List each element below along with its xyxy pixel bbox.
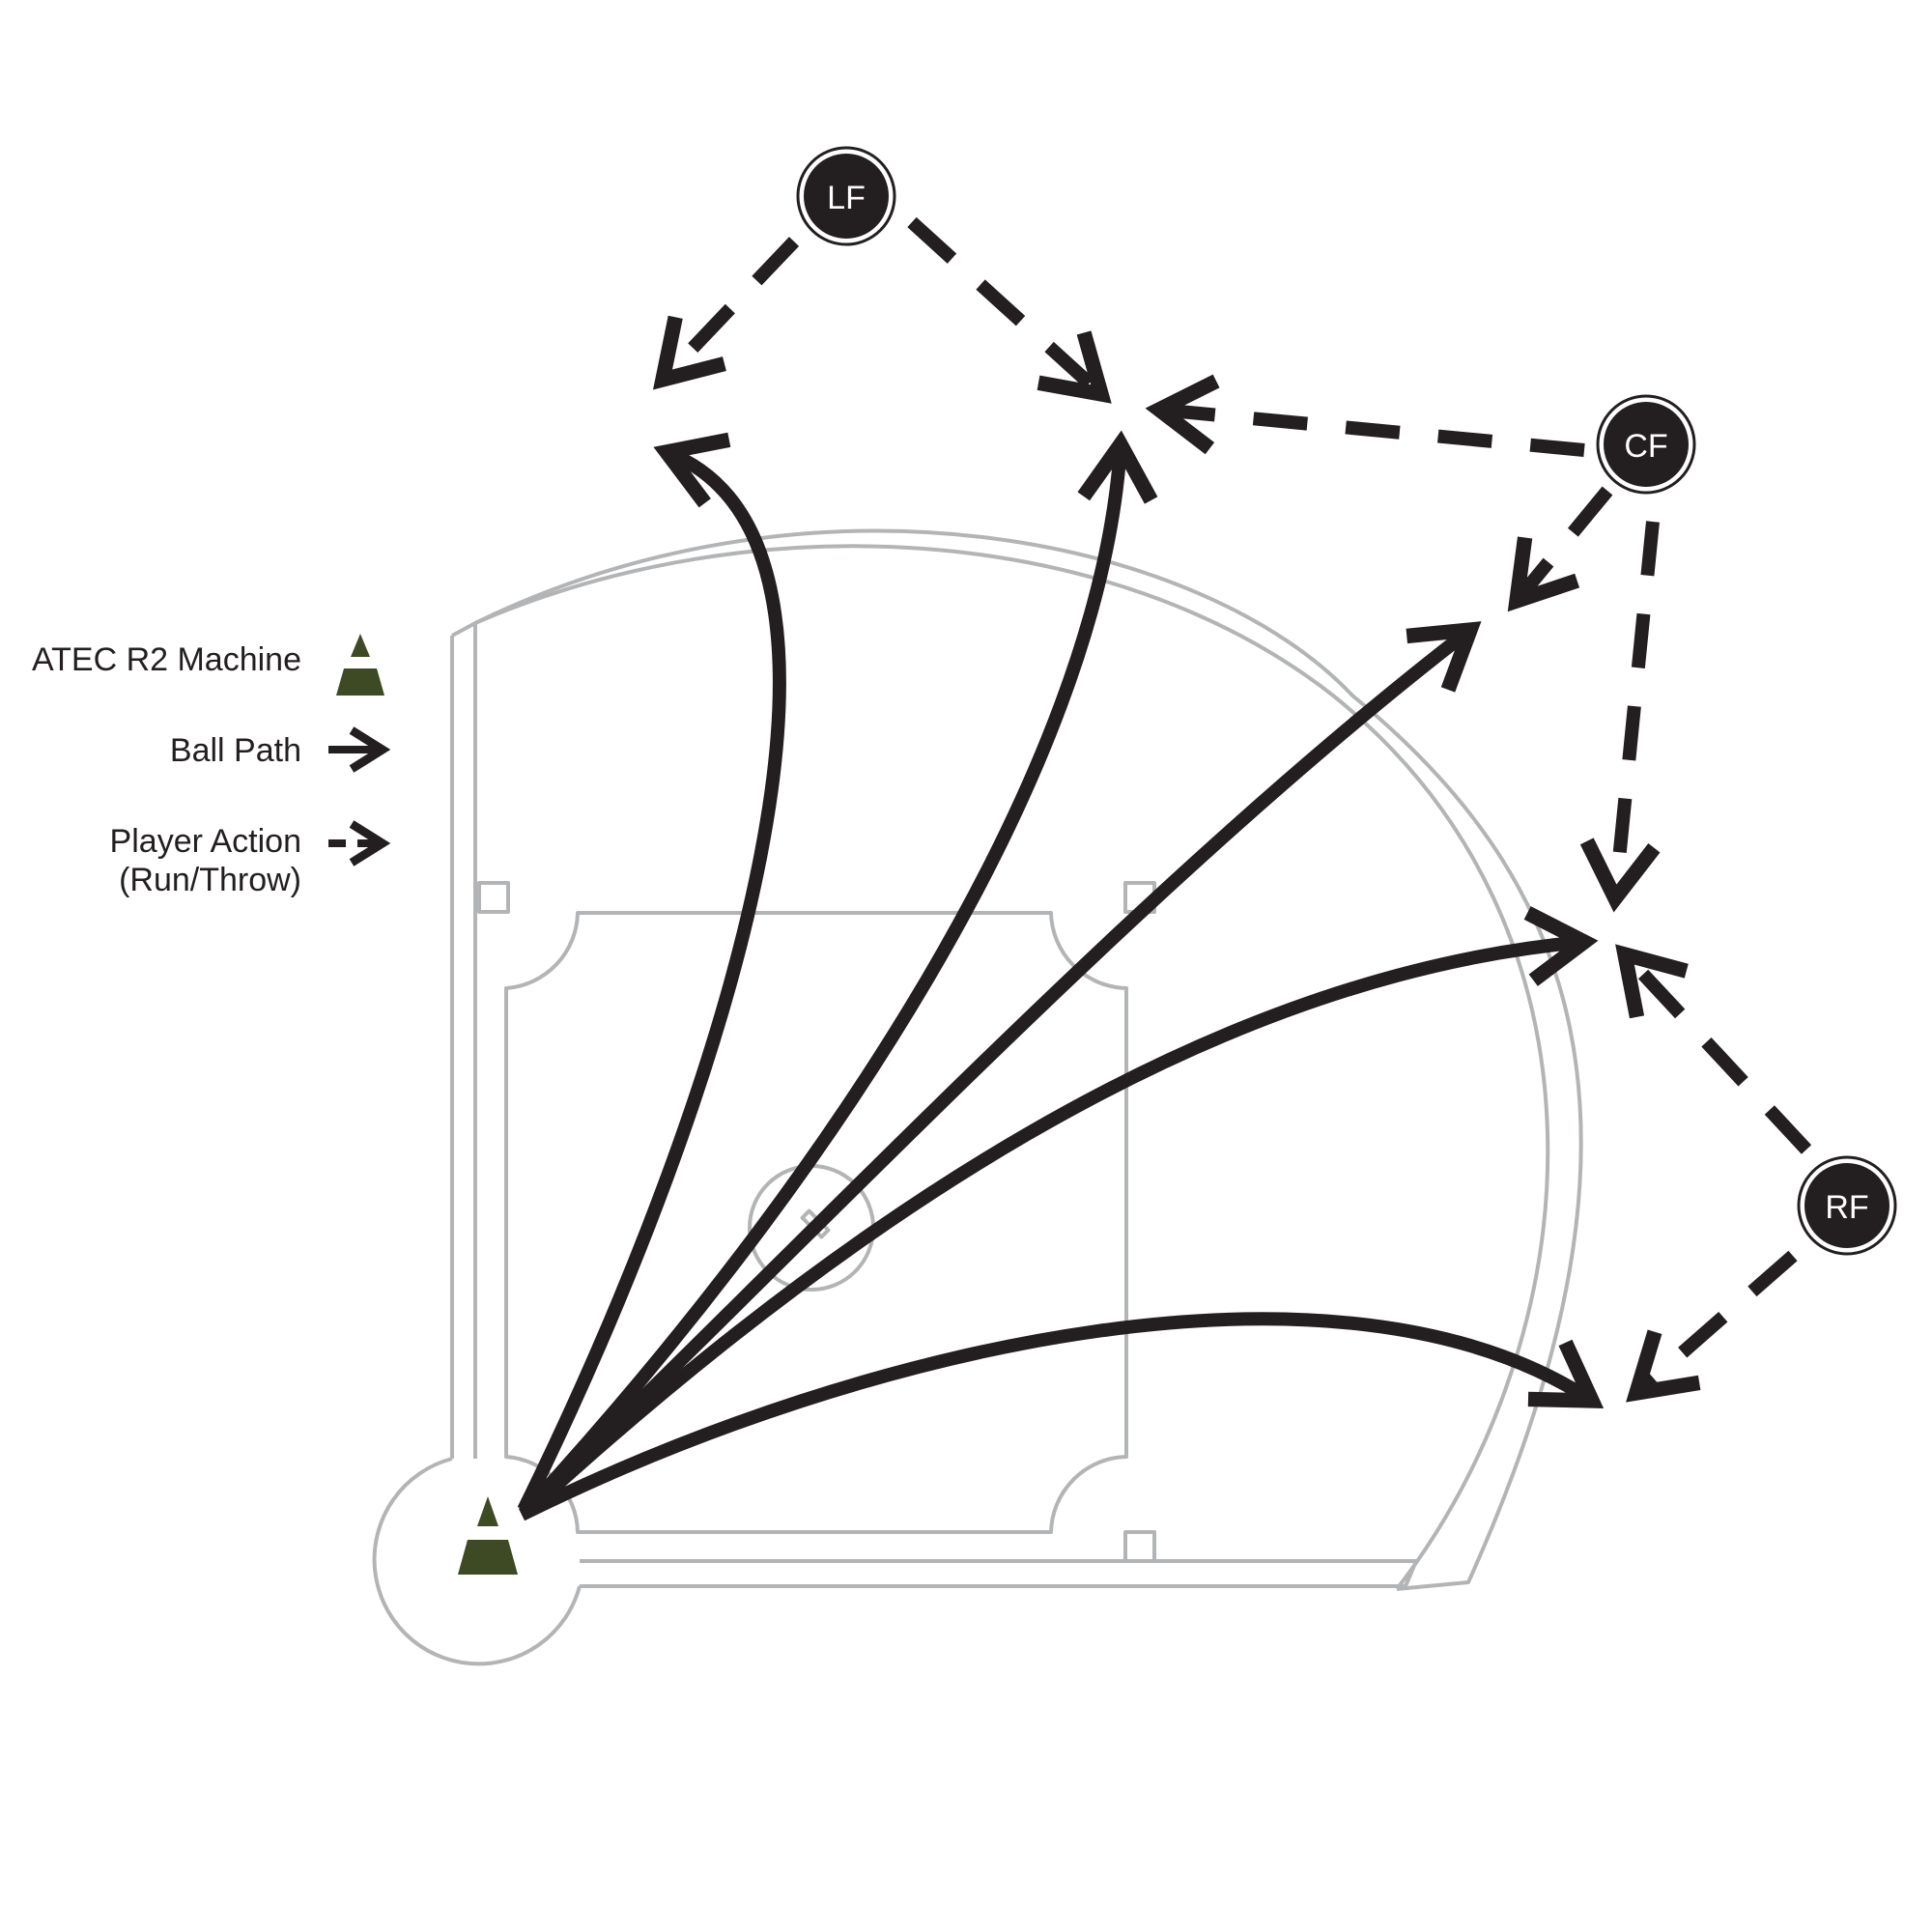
player-marker-cf: CF	[1596, 394, 1696, 495]
cf-run-lc	[1507, 486, 1613, 612]
rf-run-rc	[1615, 944, 1812, 1154]
machine-top-triangle	[477, 1496, 498, 1526]
cf-run-rc	[1579, 521, 1661, 913]
legend-player-action-label: Player Action	[110, 823, 301, 860]
ball-path-right-center	[538, 906, 1599, 1503]
ball-path-right-line	[518, 1312, 1605, 1521]
outfield-arc	[474, 544, 1550, 1591]
machine-base-trapezoid	[458, 1540, 518, 1575]
ball-path-left-line	[517, 432, 786, 1514]
player-label-rf: RF	[1825, 1189, 1868, 1226]
player-label-cf: CF	[1624, 428, 1667, 465]
legend-player-action-sublabel: (Run/Throw)	[119, 862, 301, 898]
first-base	[1123, 1530, 1156, 1563]
lf-run-left	[652, 237, 800, 390]
rf-run-line	[1626, 1250, 1798, 1403]
ball-path-center	[534, 621, 1482, 1505]
atec-r2-machine	[458, 1496, 518, 1575]
infield-dirt-outline	[504, 911, 1128, 1534]
ball-paths	[517, 430, 1605, 1521]
player-label-lf: LF	[827, 180, 866, 216]
ball-path-left-center	[527, 430, 1158, 1508]
legend-ball-path-label: Ball Path	[170, 732, 301, 769]
lf-run-right	[907, 216, 1112, 404]
legend: ATEC R2 Machine Ball Path Player Action …	[32, 634, 391, 898]
legend-machine-icon	[336, 634, 384, 696]
right-foul-line-end	[1404, 1560, 1418, 1587]
home-plate-circle	[372, 1457, 582, 1666]
cf-throw-to-lc	[1145, 374, 1585, 457]
third-base	[477, 881, 510, 914]
player-marker-lf: LF	[796, 146, 896, 246]
player-actions	[652, 216, 1812, 1403]
player-marker-rf: RF	[1797, 1155, 1897, 1256]
legend-machine-label: ATEC R2 Machine	[32, 641, 301, 678]
